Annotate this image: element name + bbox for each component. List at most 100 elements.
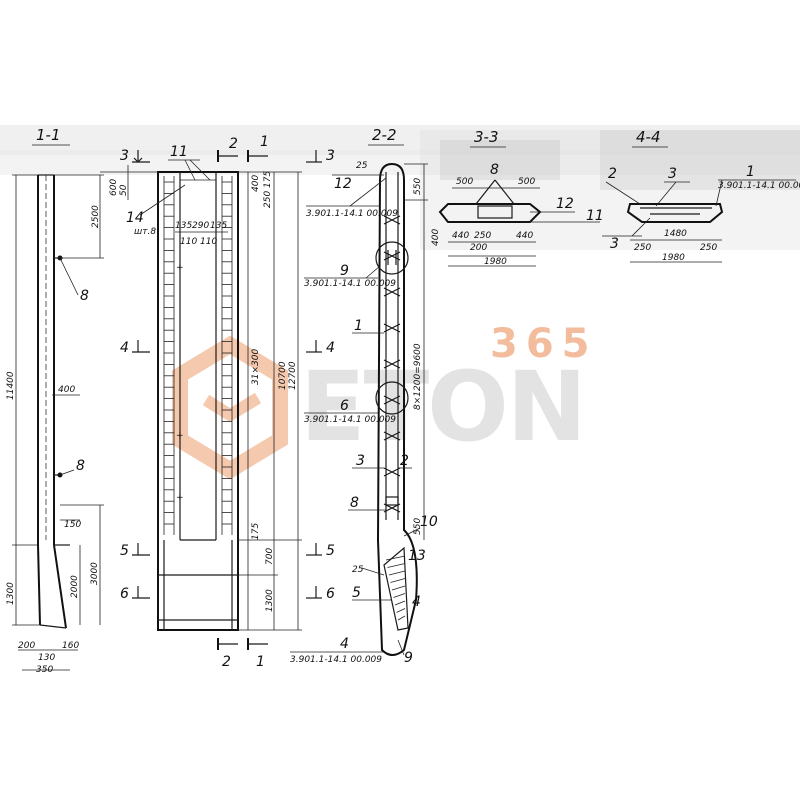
stair-line (396, 608, 406, 613)
cut-4-left: 4 (120, 340, 129, 356)
position-10: 10 (420, 514, 438, 530)
dim-150: 150 (64, 520, 81, 530)
position-8-s22: 8 (350, 495, 359, 511)
watermark: 365 ETON (172, 321, 598, 480)
position-2-s44: 2 (608, 166, 617, 182)
section-title-2-2: 2-2 (372, 126, 397, 144)
dim-175: 175 (251, 523, 261, 540)
ref-4: 3.901.1-14.1 00.009 (290, 655, 382, 665)
label-sht8: шт.8 (134, 227, 156, 237)
position-12-s33: 12 (556, 196, 574, 212)
dim-1480: 1480 (664, 229, 687, 239)
dim-2000: 2000 (70, 575, 80, 598)
stair-lines (385, 555, 406, 621)
dim-250-s33: 250 (474, 231, 491, 241)
dim-3000: 3000 (90, 562, 100, 585)
dim-600: 600 (109, 179, 119, 196)
cut-4-right: 4 (326, 340, 335, 356)
stair-line (391, 585, 406, 591)
position-8-top: 8 (80, 288, 89, 304)
stair-line (393, 593, 406, 598)
cut-6-right: 6 (326, 586, 335, 602)
position-9-lower: 9 (404, 650, 413, 666)
position-1-s22: 1 (354, 318, 363, 334)
section-2-2: 2-2 12 3.901.1-14.1 00.009 25 9 3.901.1-… (290, 126, 438, 666)
cut-1-top: 1 (260, 134, 269, 150)
dim-200-s33: 200 (470, 243, 487, 253)
dim-135-b: 135 (210, 221, 227, 231)
front-view: 11 14 шт.8 135 290 135 110 110 + + + 600… (100, 134, 335, 670)
dim-110-a: 110 (180, 237, 197, 247)
section-4-4: 4-4 2 3 1 3.901.1-14.1 00.009 3 1480 250… (602, 128, 800, 263)
cross-mark (383, 323, 401, 333)
cross-mark (383, 359, 401, 369)
dim-12700: 12700 (288, 361, 298, 390)
svg-text:+: + (176, 493, 184, 503)
dim-8x1200: 8×1200=9600 (413, 343, 423, 410)
dim-25-a: 25 (356, 161, 368, 171)
cut-5-right: 5 (326, 543, 335, 559)
position-5-s22: 5 (352, 585, 361, 601)
position-2-s22: 2 (400, 453, 409, 469)
position-13: 13 (408, 548, 426, 564)
section-title-3-3: 3-3 (474, 128, 499, 146)
cross-mark (383, 431, 401, 441)
position-11-s33: 11 (586, 208, 604, 224)
dim-250-d: 250 (700, 243, 717, 253)
dim-440-b: 440 (516, 231, 533, 241)
watermark-365: 365 (490, 321, 598, 367)
stair-line (385, 555, 406, 561)
position-4-s22: 4 (412, 594, 421, 610)
dim-1980-b: 1980 (662, 253, 685, 263)
cross-marks (383, 215, 401, 513)
svg-text:+: + (176, 263, 184, 273)
dim-550-a: 550 (413, 178, 423, 195)
dim-290: 290 (192, 221, 209, 231)
cross-mark (383, 467, 401, 477)
cut-marks-front: 3 4 5 6 2 1 2 1 (120, 134, 269, 670)
dim-31x300: 31×300 (251, 349, 261, 385)
ref-1: 3.901.1-14.1 00.009 (718, 181, 800, 191)
cross-mark (383, 251, 401, 261)
dim-25-b: 25 (352, 565, 364, 575)
position-3-s22: 3 (356, 453, 365, 469)
dim-1300-front: 1300 (265, 589, 275, 612)
position-8-bottom: 8 (76, 458, 85, 474)
cross-mark (383, 287, 401, 297)
watermark-brand: ETON (300, 351, 585, 463)
dim-440-a: 440 (452, 231, 469, 241)
section-3-3: 3-3 8 500 500 12 11 400 440 250 440 200 … (431, 128, 604, 267)
ladder-rungs (164, 181, 232, 525)
scan-noise (0, 125, 800, 250)
position-6-s22: 6 (340, 398, 349, 414)
position-3-s44: 3 (610, 236, 619, 252)
position-12-s22: 12 (334, 176, 352, 192)
dim-1980-a: 1980 (484, 257, 507, 267)
stair-line (394, 600, 406, 606)
stair-line (388, 570, 406, 576)
cut-3-left: 3 (120, 148, 129, 164)
cut-3-right: 3 (326, 148, 335, 164)
dim-50: 50 (119, 184, 129, 196)
dim-400-front: 400 (251, 175, 261, 192)
dim-500-a: 500 (456, 177, 473, 187)
dim-200-s11: 200 (18, 641, 35, 651)
cut-6-left: 6 (120, 586, 129, 602)
dim-250-c: 250 (634, 243, 651, 253)
position-11-front: 11 (170, 144, 188, 160)
position-14: 14 (126, 210, 144, 226)
cut-marks-right: 3 4 5 6 (306, 148, 335, 602)
ref-12: 3.901.1-14.1 00.009 (306, 209, 398, 219)
dim-400-s11: 400 (58, 385, 75, 395)
cut-2-top: 2 (229, 136, 238, 152)
position-4-ref: 4 (340, 636, 349, 652)
dim-2500: 2500 (91, 205, 101, 228)
dim-250-175: 250 175 (263, 171, 273, 208)
cut-1-bottom: 1 (256, 654, 265, 670)
position-8-s33: 8 (490, 162, 499, 178)
cross-mark (383, 395, 401, 405)
section-title-1-1: 1-1 (36, 126, 61, 144)
dim-500-b: 500 (518, 177, 535, 187)
